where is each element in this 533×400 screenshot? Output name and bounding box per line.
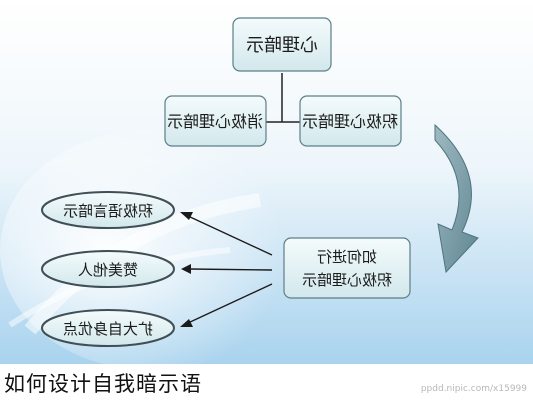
branch-node-negative-label: 消极心理暗示 [167, 112, 263, 131]
outcome-node-1: 积极语言暗示 [41, 191, 175, 229]
method-node: 如何进行 积极心理暗示 [283, 237, 411, 299]
branch-node-positive: 积极心理暗示 [299, 95, 402, 147]
method-node-line2: 积极心理暗示 [302, 271, 392, 289]
outcome-node-1-label: 积极语言暗示 [63, 202, 153, 220]
root-node: 心理暗示 [232, 17, 332, 72]
watermark: ppdd.nipic.com/x15999 [420, 384, 527, 394]
curved-arrow [434, 123, 479, 274]
branch-node-positive-label: 积极心理暗示 [302, 112, 398, 131]
diagram-figure: 心理暗示 消极心理暗示 积极心理暗示 如何进行 积极心理暗示 [0, 0, 533, 364]
arrow-line-3 [187, 283, 273, 324]
diagram-canvas: 心理暗示 消极心理暗示 积极心理暗示 如何进行 积极心理暗示 [0, 0, 533, 364]
arrow-line-1 [187, 215, 273, 256]
outcome-node-3: 扩大自身优点 [41, 309, 175, 347]
arrowhead-1 [180, 212, 193, 220]
arrowhead-3 [180, 319, 193, 327]
root-node-label: 心理暗示 [246, 35, 318, 56]
outcome-node-2-label: 赞美他人 [78, 261, 138, 279]
decorative-swoosh [24, 193, 261, 335]
arrow-line-2 [189, 268, 273, 271]
arrows-to-outcomes [180, 212, 273, 327]
caption-bar: 如何设计自我暗示语 ppdd.nipic.com/x15999 [0, 364, 533, 400]
arrowhead-2 [181, 264, 191, 274]
outcome-node-3-label: 扩大自身优点 [63, 320, 153, 338]
branch-node-negative: 消极心理暗示 [164, 95, 267, 147]
method-node-line1: 如何进行 [317, 248, 377, 266]
caption-text: 如何设计自我暗示语 [4, 372, 202, 396]
outcome-node-2: 赞美他人 [41, 250, 175, 288]
